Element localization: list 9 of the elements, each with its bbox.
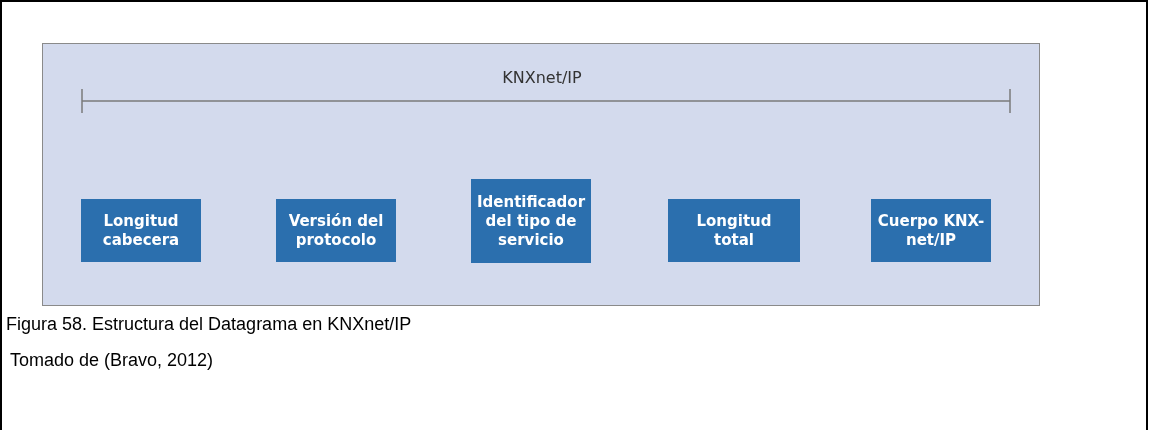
field-box: Cuerpo KNX-net/IP	[871, 199, 991, 262]
field-box: Longitud cabecera	[81, 199, 201, 262]
field-box: Versión del protocolo	[276, 199, 396, 262]
field-box: Longitud total	[668, 199, 800, 262]
dimension-label: KNXnet/IP	[501, 68, 583, 87]
source-note: Tomado de (Bravo, 2012)	[10, 350, 214, 371]
background-panel	[42, 43, 1040, 306]
field-box: Identificador del tipo de servicio	[471, 179, 591, 263]
figure-caption: Figura 58. Estructura del Datagrama en KNXnet/IP	[6, 314, 412, 335]
